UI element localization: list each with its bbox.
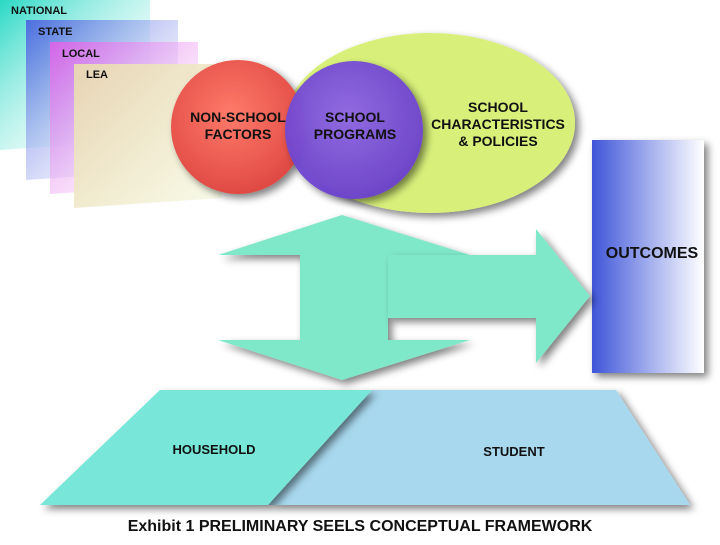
outcomes-box [592,140,704,373]
outcomes-arrow [388,229,590,363]
outcomes-label: OUTCOMES [605,245,699,262]
school-programs-label: SCHOOL PROGRAMS [313,109,397,142]
bidirectional-arrow [218,215,470,380]
school-characteristics-label: SCHOOL CHARACTERISTICS & POLICIES [431,99,565,149]
household-label: HOUSEHOLD [172,442,256,457]
figure-caption: Exhibit 1 PRELIMINARY SEELS CONCEPTUAL F… [127,518,593,535]
non-school-factors-circle [171,60,305,194]
household-base [40,390,372,505]
student-label: STUDENT [483,444,545,459]
level-label-national: NATIONAL [11,5,68,17]
student-base [268,390,690,505]
school-programs-circle [285,61,423,199]
non-school-factors-label: NON-SCHOOL FACTORS [190,109,286,142]
level-label-state: STATE [38,26,73,38]
level-label-lea: LEA [86,69,108,81]
level-label-local: LOCAL [62,48,100,60]
